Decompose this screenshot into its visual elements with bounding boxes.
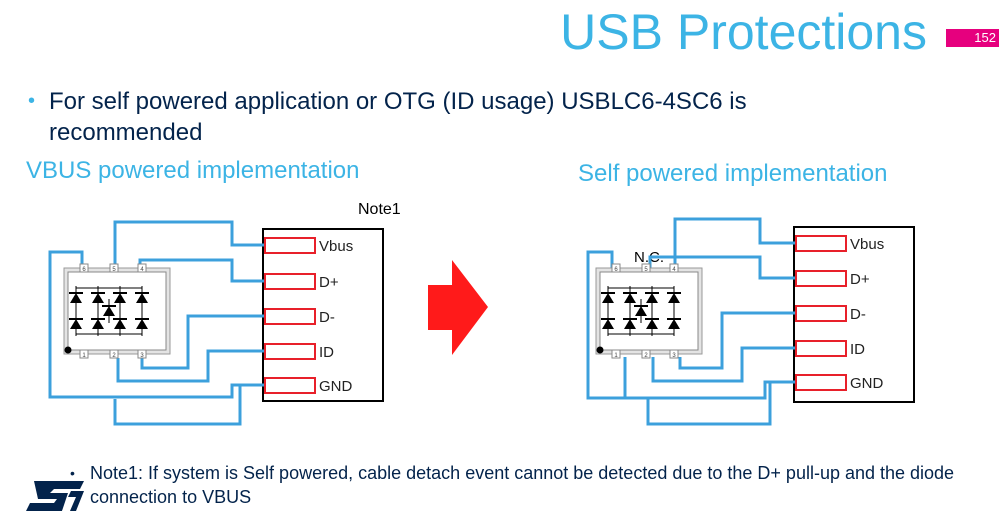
wire <box>140 314 264 370</box>
st-logo-icon <box>26 481 84 511</box>
bullet-dot: • <box>28 90 36 112</box>
wire <box>678 311 795 370</box>
note1-label: Note1 <box>358 201 401 218</box>
right-pin-box <box>795 235 847 252</box>
right-pin-number: 5 <box>644 267 648 273</box>
left-diode-top-3 <box>113 286 127 310</box>
left-pin-number: 6 <box>82 267 86 273</box>
left-heading: VBUS powered implementation <box>26 157 360 184</box>
right-pin-number: 2 <box>644 353 648 359</box>
right-diode-top-1 <box>601 286 615 310</box>
left-pin-box <box>264 308 316 325</box>
main-bullet: • For self powered application or OTG (I… <box>28 86 888 148</box>
right-pin-label: GND <box>850 375 884 392</box>
right-pin-box <box>795 270 847 287</box>
right-diode-center <box>634 299 648 323</box>
right-diode-bottom-4 <box>667 312 681 336</box>
left-pin-box <box>264 237 316 254</box>
slide-title: USB Protections <box>560 4 927 60</box>
left-pin-label: D+ <box>319 274 339 291</box>
right-pin-label: Vbus <box>850 236 884 253</box>
right-pin1-marker <box>596 346 604 354</box>
left-pin-label: Vbus <box>319 238 353 255</box>
right-diode-top-3 <box>645 286 659 310</box>
right-usb-connector <box>793 226 915 403</box>
wire <box>651 346 795 383</box>
left-usblc6-ic: 6 5 4 1 2 3 <box>63 263 171 359</box>
right-diode-top-2 <box>623 286 637 310</box>
red-right-arrow-icon <box>428 260 488 355</box>
left-pin-number: 5 <box>112 267 116 273</box>
left-pin1-marker <box>64 346 72 354</box>
wire <box>48 250 264 399</box>
left-diode-bottom-3 <box>113 312 127 336</box>
left-pin-number: 4 <box>140 267 144 273</box>
bullet-text: For self powered application or OTG (ID … <box>49 88 747 146</box>
left-diode-top-4 <box>135 286 149 310</box>
left-diode-bottom-4 <box>135 312 149 336</box>
footnote: • Note1: If system is Self powered, cabl… <box>70 461 980 509</box>
left-diode-bottom-2 <box>91 312 105 336</box>
footnote-text: Note1: If system is Self powered, cable … <box>90 463 955 507</box>
right-diode-top-4 <box>667 286 681 310</box>
right-diode-bottom-1 <box>601 312 615 336</box>
left-pin-box <box>264 343 316 360</box>
wire <box>673 217 795 272</box>
footnote-dot: • <box>70 465 75 481</box>
wire <box>113 383 264 426</box>
left-usb-connector <box>262 228 384 402</box>
left-pin-box <box>264 273 316 290</box>
left-pin-box <box>264 377 316 394</box>
wire <box>113 220 264 272</box>
left-diode-center <box>102 299 116 323</box>
right-heading: Self powered implementation <box>578 160 888 187</box>
page-number-badge: 152 <box>946 29 999 47</box>
right-pin-number: 3 <box>672 353 676 359</box>
left-pin-number: 2 <box>112 353 116 359</box>
right-pin-box <box>795 374 847 391</box>
left-pin-label: GND <box>319 378 353 395</box>
right-pin-label: ID <box>850 341 865 358</box>
wire <box>586 250 795 400</box>
right-usblc6-ic: 6 5 4 1 2 3 <box>595 263 703 359</box>
right-pin-number: 6 <box>614 267 618 273</box>
wire <box>116 349 264 383</box>
right-pin-number: 1 <box>614 353 618 359</box>
right-pin-box <box>795 340 847 357</box>
left-pin-number: 1 <box>82 353 86 359</box>
left-pin-label: D- <box>319 309 335 326</box>
right-pin-label: D- <box>850 306 866 323</box>
wire <box>648 255 795 280</box>
left-diode-top-1 <box>69 286 83 310</box>
left-pin-number: 3 <box>140 353 144 359</box>
right-diode-bottom-2 <box>623 312 637 336</box>
left-pin-label: ID <box>319 344 334 361</box>
wire <box>646 380 795 426</box>
right-pin-box <box>795 305 847 322</box>
left-diode-bottom-1 <box>69 312 83 336</box>
right-diode-bottom-3 <box>645 312 659 336</box>
right-pin-label: D+ <box>850 271 870 288</box>
right-pin-number: 4 <box>672 267 676 273</box>
left-diode-top-2 <box>91 286 105 310</box>
